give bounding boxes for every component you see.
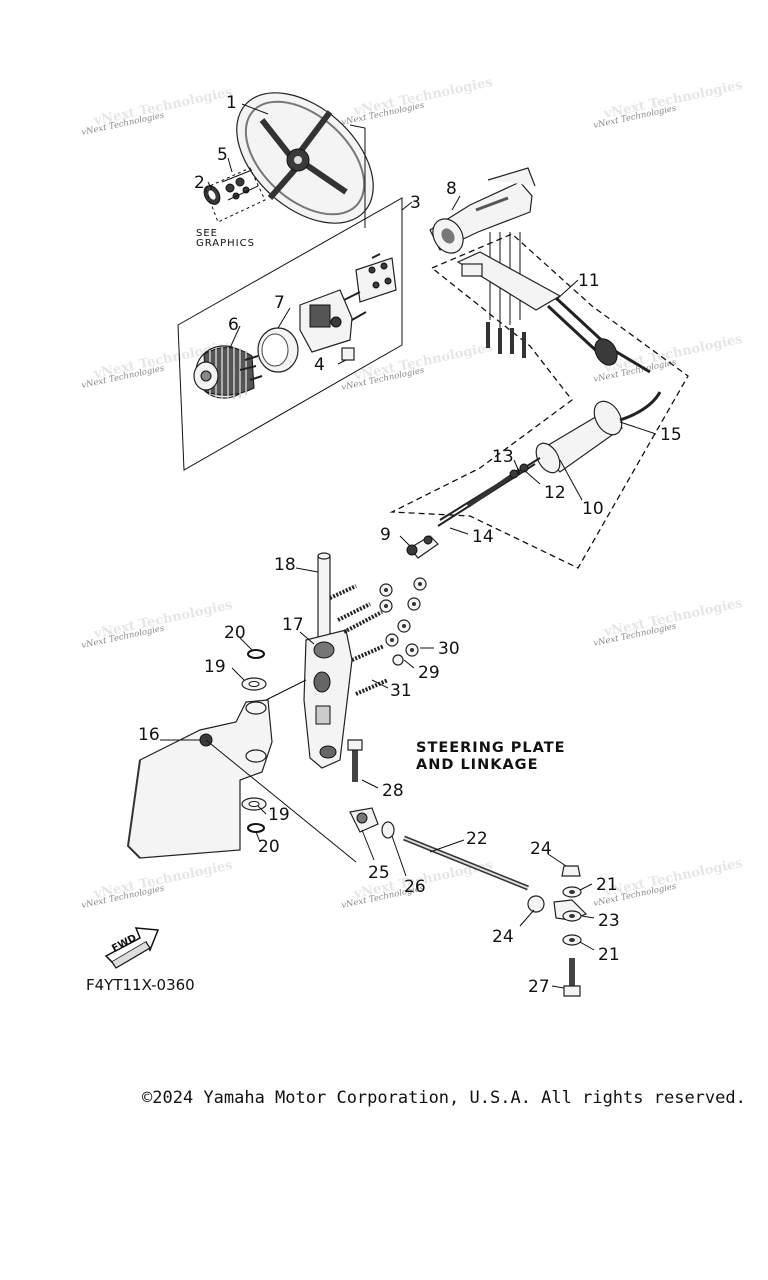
helm-mount-bracket	[429, 167, 536, 254]
callout-15: 15	[660, 425, 682, 445]
callout-19-lower: 19	[268, 805, 290, 825]
callout-5: 5	[217, 145, 228, 165]
callout-20-lower: 20	[258, 837, 280, 857]
callout-10: 10	[582, 499, 604, 519]
steering-arm	[303, 629, 353, 769]
callout-13: 13	[492, 447, 514, 467]
callout-31: 31	[390, 681, 412, 701]
callout-16: 16	[138, 725, 160, 745]
helm-assembly-frame	[177, 197, 403, 471]
callout-7: 7	[274, 293, 285, 313]
callout-27: 27	[528, 977, 550, 997]
callout-6: 6	[228, 315, 239, 335]
callout-28: 28	[382, 781, 404, 801]
cable-connector	[456, 251, 651, 374]
callout-23: 23	[598, 911, 620, 931]
callout-2: 2	[194, 173, 205, 193]
see-graphics-label: GRAPHICS	[196, 238, 255, 249]
assembly-lines	[205, 679, 357, 863]
callout-18: 18	[274, 555, 296, 575]
see-graphics-label: SEE	[196, 228, 218, 239]
helm-pump	[193, 253, 397, 399]
callout-22: 22	[466, 829, 488, 849]
callout-8: 8	[446, 179, 457, 199]
callout-29: 29	[418, 663, 440, 683]
callout-26: 26	[404, 877, 426, 897]
callout-25: 25	[368, 863, 390, 883]
fwd-arrow-icon: FWD	[104, 927, 160, 969]
callout-20-upper: 20	[224, 623, 246, 643]
hub-nut-assembly	[203, 167, 266, 223]
callout-30: 30	[438, 639, 460, 659]
callout-1: 1	[226, 93, 237, 113]
copyright-notice: ©2024 Yamaha Motor Corporation, U.S.A. A…	[142, 1088, 746, 1108]
callout-21-lower: 21	[598, 945, 620, 965]
leader-line	[349, 124, 366, 228]
callout-24-lower: 24	[492, 927, 514, 947]
cable-end-fitting	[406, 535, 439, 559]
stud-bolts	[329, 584, 389, 696]
callout-24-upper: 24	[530, 839, 552, 859]
callout-numbers: 1 2 3 4 5 6 7 8 9 10 11 12 13 14 15 16 1…	[138, 93, 682, 997]
section-title: STEERING PLATE	[416, 740, 566, 756]
callout-21-upper: 21	[596, 875, 618, 895]
callout-19-upper: 19	[204, 657, 226, 677]
cable-assembly-outline	[389, 233, 689, 569]
section-title: AND LINKAGE	[416, 757, 538, 773]
callout-14: 14	[472, 527, 494, 547]
callout-11: 11	[578, 271, 600, 291]
tie-rod	[403, 835, 545, 913]
callout-17: 17	[282, 615, 304, 635]
callout-9: 9	[380, 525, 391, 545]
steering-wheel	[236, 92, 374, 224]
callout-4: 4	[314, 355, 325, 375]
steering-cable-tube	[437, 391, 662, 527]
steering-plate	[126, 699, 273, 859]
callout-12: 12	[544, 483, 566, 503]
bushings-clips	[241, 649, 267, 833]
linkage-bolt-joint	[347, 739, 395, 839]
callout-leaders	[160, 103, 657, 989]
rod-end-assembly	[553, 865, 588, 997]
callout-3: 3	[410, 193, 421, 213]
figure-code: F4YT11X-0360	[86, 976, 195, 994]
steering-shaft	[317, 552, 331, 641]
nuts-washers	[379, 577, 427, 666]
